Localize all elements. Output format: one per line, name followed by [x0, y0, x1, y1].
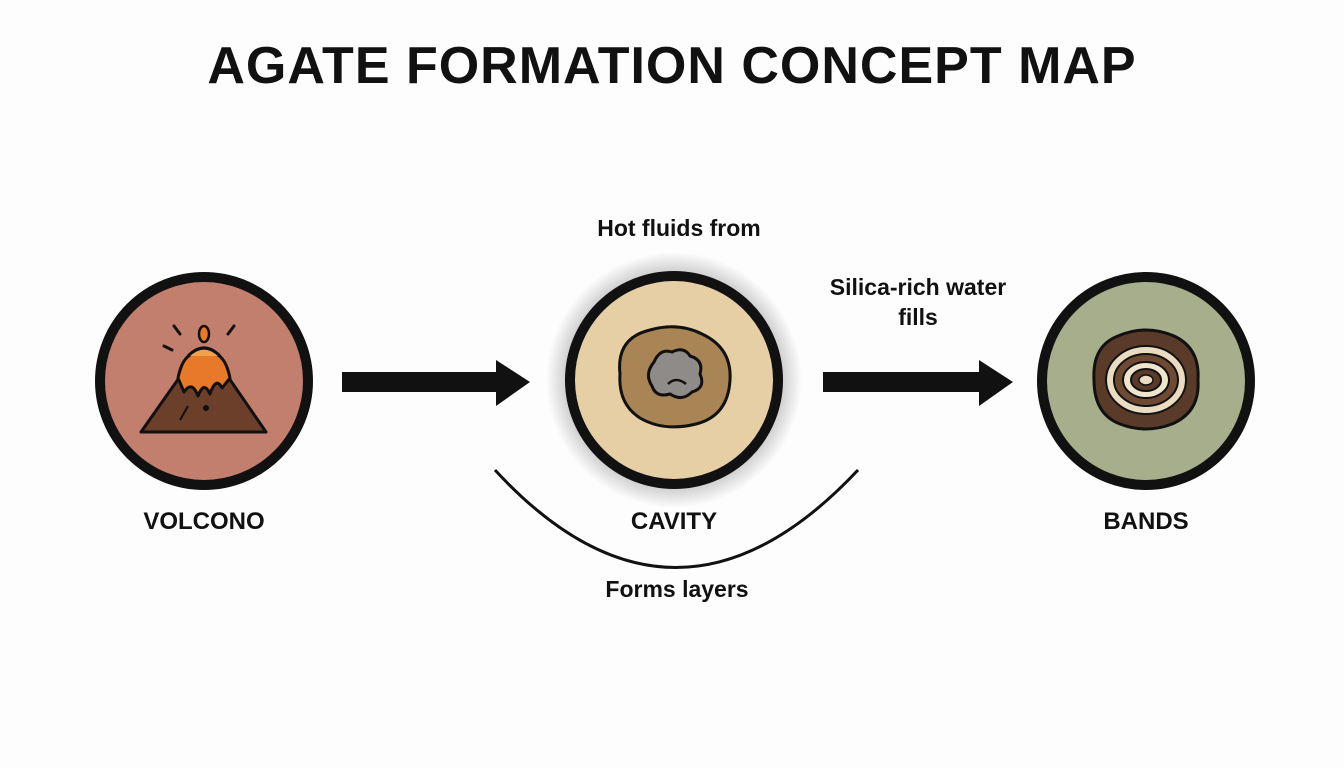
edge-label-silica-water: Silica-rich water fills [768, 272, 1068, 332]
cavity-rock-icon [618, 325, 732, 429]
node-label-volcano: VOLCONO [143, 508, 265, 535]
node-label-bands: BANDS [1103, 508, 1189, 535]
edge-label-hot-fluids: Hot fluids from [597, 215, 761, 241]
node-label-cavity: CAVITY [630, 508, 718, 535]
agate-bands-icon [1092, 328, 1200, 431]
volcano-icon [139, 324, 268, 434]
edge-label-forms-layers: Forms layers [605, 576, 749, 602]
forms-layers-connector [493, 468, 860, 569]
node-volcano [95, 272, 313, 490]
arrow-volcano-to-cavity [342, 360, 530, 406]
edge-label-silica-line-2: fills [898, 304, 938, 330]
node-cavity [546, 252, 802, 508]
page-title: AGATE FORMATION CONCEPT MAP [207, 37, 1137, 95]
node-bands [1037, 272, 1255, 490]
edge-label-silica-line-1: Silica-rich water [829, 274, 1007, 300]
arrow-cavity-to-bands [823, 360, 1013, 406]
